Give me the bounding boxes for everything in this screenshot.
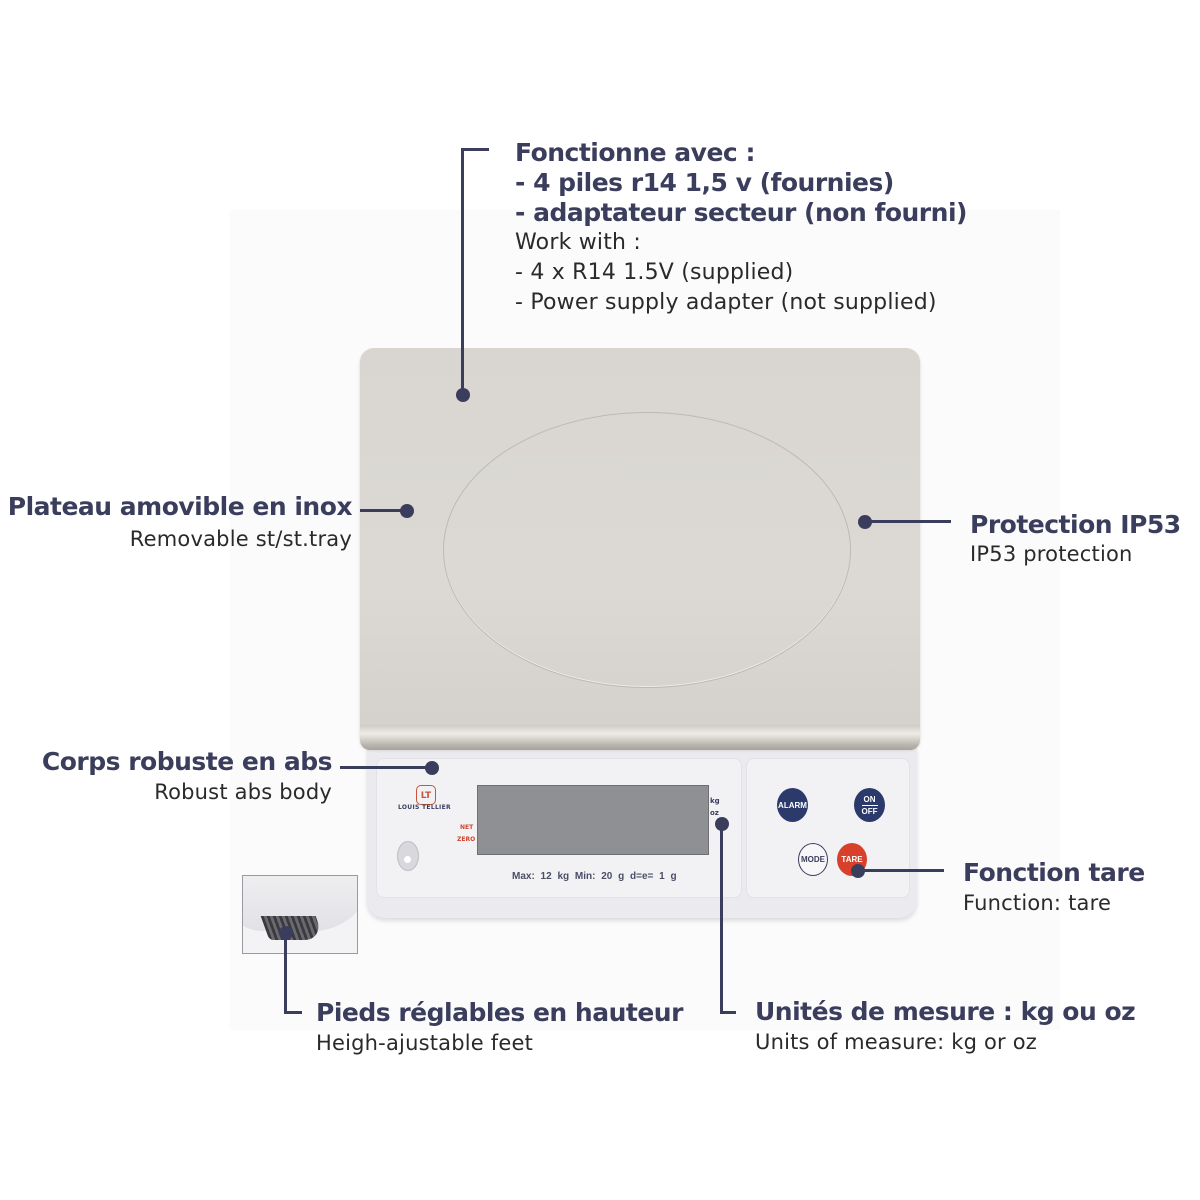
body-title-fr: Corps robuste en abs (41, 747, 333, 776)
mode-label: MODE (801, 855, 825, 864)
tray-title-fr: Plateau amovible en inox (7, 492, 353, 521)
feet-title-en: Heigh-ajustable feet (316, 1031, 534, 1055)
leader-line (360, 509, 405, 512)
adjustable-foot (260, 916, 325, 940)
tray-ellipse-marking (443, 412, 851, 688)
alarm-button[interactable]: ALARM (777, 788, 808, 822)
units-title-fr: Unités de mesure : kg ou oz (755, 997, 1136, 1026)
leader-dot-icon (425, 761, 439, 775)
power-title-en-1: Work with : (515, 230, 641, 255)
leader-dot-icon (400, 504, 414, 518)
leader-line (720, 1011, 736, 1014)
tare-title-en: Function: tare (963, 891, 1112, 915)
power-title-fr-1: Fonctionne avec : (515, 138, 755, 167)
body-title-en: Robust abs body (154, 780, 332, 804)
tare-label: TARE (841, 855, 863, 864)
keypad-panel (746, 758, 910, 898)
tare-title-fr: Fonction tare (963, 858, 1145, 887)
unit-kg: kg (710, 797, 720, 805)
leader-line (284, 1011, 302, 1014)
lcd-display (477, 785, 709, 855)
brand-name: LOUIS TELLIER (398, 804, 451, 811)
leader-line (858, 869, 944, 872)
power-title-fr-2: - 4 piles r14 1,5 v (fournies) (515, 168, 894, 197)
protection-title-en: IP53 protection (970, 542, 1133, 566)
brand-logo-icon: LT (416, 785, 436, 805)
tray-rim (360, 725, 920, 750)
feet-title-fr: Pieds réglables en hauteur (316, 998, 683, 1027)
on-off-divider (861, 804, 878, 806)
indicator-zero: ZERO (457, 836, 476, 843)
leader-line (865, 520, 951, 523)
mode-button[interactable]: MODE (798, 843, 828, 876)
power-title-en-2: - 4 x R14 1.5V (supplied) (515, 260, 794, 285)
units-title-en: Units of measure: kg or oz (755, 1030, 1038, 1054)
on-label: ON (863, 794, 876, 804)
on-off-button[interactable]: ON OFF (854, 788, 885, 822)
tray-title-en: Removable st/st.tray (129, 527, 352, 551)
leader-line (284, 932, 287, 1014)
alarm-label: ALARM (778, 800, 807, 810)
foot-detail-inset (242, 875, 358, 954)
leader-dot-icon (456, 388, 470, 402)
leader-line (461, 148, 489, 151)
level-bubble-icon (397, 841, 419, 871)
power-title-fr-3: - adaptateur secteur (non fourni) (515, 198, 967, 227)
indicator-net: NET (460, 824, 474, 831)
leader-line (461, 148, 464, 396)
leader-line (720, 822, 723, 1014)
leader-line (340, 766, 430, 769)
off-label: OFF (861, 806, 878, 816)
power-title-en-3: - Power supply adapter (not supplied) (515, 290, 937, 315)
unit-oz: oz (710, 809, 719, 817)
spec-label: Max: 12 kg Min: 20 g d=e= 1 g (512, 871, 677, 882)
protection-title-fr: Protection IP53 (970, 510, 1181, 539)
